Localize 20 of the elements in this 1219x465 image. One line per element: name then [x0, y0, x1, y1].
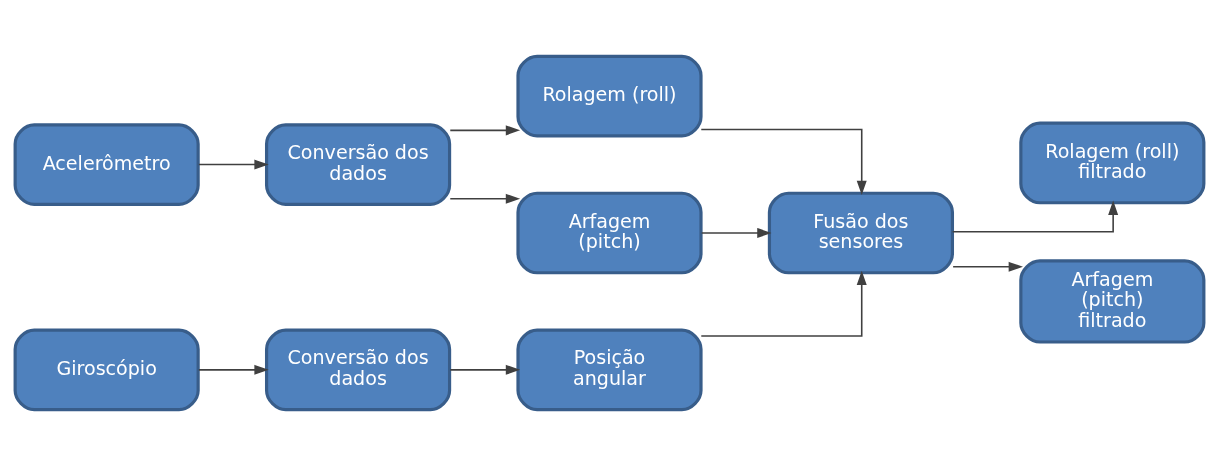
node-box: Arfagem (pitch)	[516, 191, 703, 274]
node-box: Fusão dos sensores	[767, 191, 954, 274]
arrow	[952, 261, 1023, 272]
arrow	[700, 270, 867, 337]
node-box: Acelerômetro	[13, 122, 200, 206]
node-box: Arfagem (pitch) filtrado	[1019, 258, 1206, 344]
arrow	[449, 193, 521, 204]
node-box: Posição angular	[516, 328, 703, 411]
arrow	[198, 159, 269, 170]
node-box: Rolagem (roll) filtrado	[1019, 121, 1206, 204]
node-box: Giroscópio	[13, 328, 200, 411]
arrow	[951, 200, 1119, 233]
node-box: Conversão dos dados	[265, 328, 452, 411]
arrow	[700, 128, 867, 195]
node-box: Conversão dos dados	[265, 122, 452, 206]
node-box: Rolagem (roll)	[516, 54, 703, 137]
arrow	[700, 227, 772, 238]
arrow	[449, 364, 521, 375]
arrow	[198, 364, 269, 375]
arrow	[449, 124, 521, 135]
